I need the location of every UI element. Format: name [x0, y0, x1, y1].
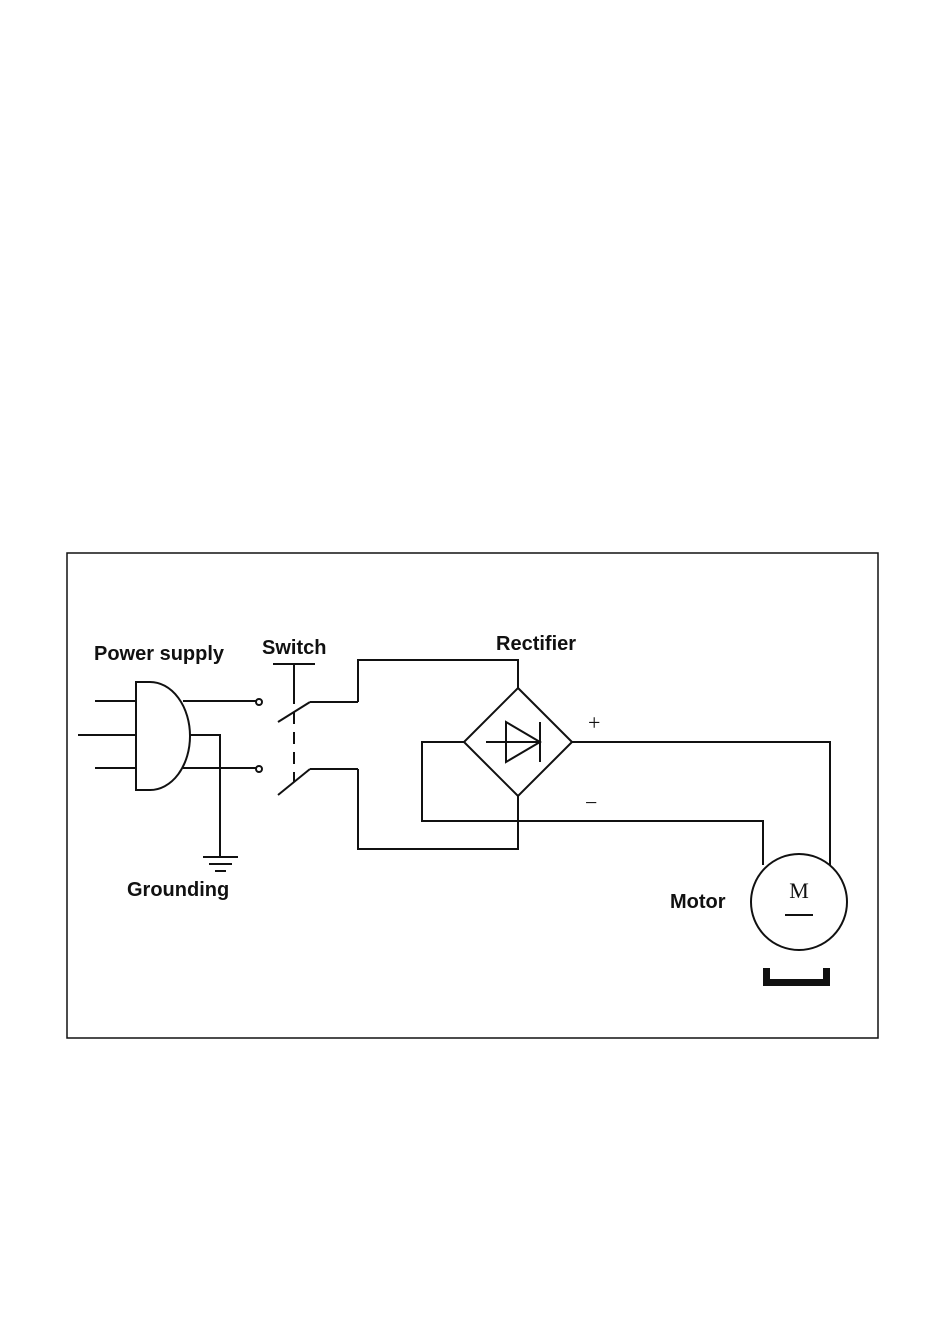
switch-symbol [273, 664, 358, 795]
motor-symbol: M [751, 854, 847, 950]
minus-sign: − [585, 790, 597, 815]
ground-symbol-icon [203, 857, 238, 871]
grounding-label: Grounding [127, 879, 229, 901]
wire-switch-to-rectifier-top [358, 660, 518, 702]
motor-base-icon [763, 968, 830, 986]
motor-label: Motor [670, 891, 726, 913]
plus-sign: + [588, 710, 600, 735]
rectifier-bridge [464, 688, 572, 796]
power-supply-plug [78, 682, 262, 857]
rectifier-label: Rectifier [496, 633, 576, 655]
diagram-frame [67, 553, 878, 1038]
switch-label: Switch [262, 637, 326, 659]
wire-positive-to-motor [572, 742, 830, 865]
power-supply-label: Power supply [94, 643, 225, 665]
motor-letter: M [789, 878, 809, 903]
wire-switch-to-rectifier-bottom [358, 769, 518, 849]
